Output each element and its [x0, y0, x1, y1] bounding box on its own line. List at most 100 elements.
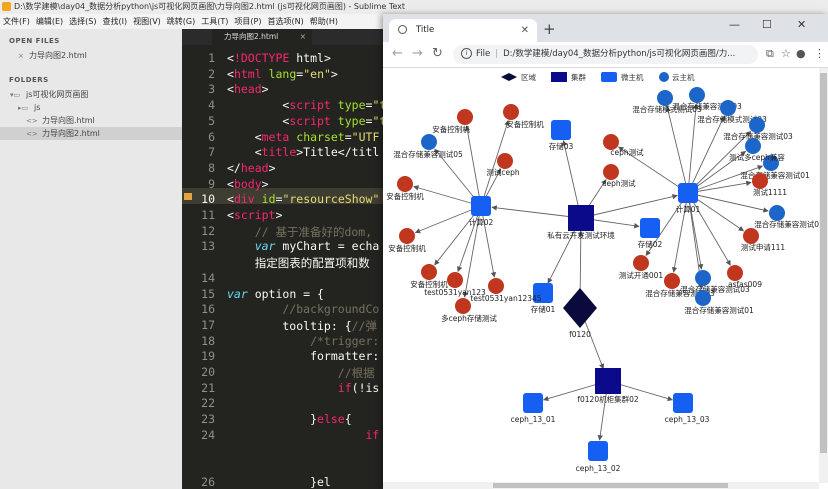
node-shape[interactable] [563, 288, 597, 328]
node-shape[interactable] [447, 272, 463, 288]
graph-node-t123[interactable]: test0531yan123 [424, 272, 486, 297]
graph-node-cephtest[interactable]: ceph测试 [602, 164, 636, 188]
node-shape[interactable] [603, 134, 619, 150]
node-shape[interactable] [457, 109, 473, 125]
graph-node-a4[interactable]: 安备控制机 [388, 228, 426, 253]
menu-dots-icon[interactable]: ⋮ [814, 47, 825, 60]
menu-item-0[interactable]: 文件(F) [3, 17, 30, 26]
close-icon[interactable]: ✕ [520, 25, 529, 36]
legend-item-3[interactable]: 云主机 [659, 72, 695, 82]
graph-node-a1[interactable]: 安备控制机 [432, 109, 473, 134]
graph-node-sq111[interactable]: 测试申请111 [741, 228, 786, 252]
scrollbar-thumb[interactable] [493, 483, 728, 488]
graph-node-pri[interactable]: 私有云开发测试环境 [547, 205, 615, 240]
info-icon[interactable]: i [461, 48, 472, 59]
scrollbar-thumb[interactable] [820, 73, 827, 453]
node-shape[interactable] [421, 134, 437, 150]
graph-node-s02[interactable]: 存储02 [638, 218, 663, 249]
node-shape[interactable] [497, 153, 513, 169]
node-shape[interactable] [503, 104, 519, 120]
graph-node-k02[interactable]: 计算02 [469, 196, 494, 227]
legend-item-0[interactable]: 区域 [501, 72, 536, 82]
graph-node-a5[interactable]: 安备控制机 [410, 264, 448, 289]
node-shape[interactable] [673, 393, 693, 413]
node-shape[interactable] [551, 120, 571, 140]
menu-item-4[interactable]: 视图(V) [133, 17, 161, 26]
legend-item-2[interactable]: 微主机 [601, 72, 644, 82]
graph-node-m1b[interactable]: 混合存储兼容测试01 [754, 205, 824, 229]
node-shape[interactable] [657, 90, 673, 106]
graph-node-m3b[interactable]: 混合存储兼容测试03 [672, 87, 742, 111]
node-shape[interactable] [488, 278, 504, 294]
reload-icon[interactable]: ↻ [432, 46, 443, 61]
node-shape[interactable] [533, 283, 553, 303]
vertical-scrollbar[interactable] [819, 68, 828, 483]
graph-node-c132[interactable]: ceph_13_02 [576, 441, 621, 473]
graph-node-c133[interactable]: ceph_13_03 [665, 393, 710, 424]
node-shape[interactable] [399, 228, 415, 244]
node-shape[interactable] [664, 273, 680, 289]
folder-tree-item[interactable]: ▸▭js [0, 101, 182, 114]
node-shape[interactable] [678, 183, 698, 203]
folder-tree-item[interactable]: <>力导向图.html [0, 114, 182, 127]
graph-node-c131[interactable]: ceph_13_01 [511, 393, 556, 424]
open-file-item[interactable]: ×力导向图2.html [0, 49, 182, 62]
node-shape[interactable] [588, 441, 608, 461]
graph-node-f0120[interactable]: f0120 [563, 288, 597, 339]
graph-node-cs1111[interactable]: 测试1111 [752, 173, 787, 197]
graph-node-a3[interactable]: 安备控制机 [386, 176, 424, 201]
folder-tree-item[interactable]: ▾▭js可视化网页画图 [0, 88, 182, 101]
graph-node-a2[interactable]: 安备控制机 [503, 104, 544, 129]
force-graph[interactable]: 区域 集群 微主机 云主机 私有云开发测试环境 f0120 f0120机柜集群02 ceph… [383, 68, 824, 482]
graph-node-m3e[interactable]: 混合存储兼容测试03 [645, 273, 715, 298]
close-icon[interactable]: × [18, 52, 24, 60]
profile-icon[interactable]: ● [796, 47, 806, 60]
node-shape[interactable] [695, 290, 711, 306]
translate-icon[interactable]: ⧉ [766, 47, 774, 60]
node-shape[interactable] [752, 173, 768, 189]
node-shape[interactable] [769, 205, 785, 221]
node-shape[interactable] [421, 264, 437, 280]
graph-node-s03[interactable]: 存储03 [549, 120, 574, 151]
node-shape[interactable] [471, 196, 491, 216]
menu-item-9[interactable]: 帮助(H) [309, 17, 338, 26]
graph-node-cephstor[interactable]: ceph测试 [603, 134, 644, 157]
node-shape[interactable] [568, 205, 594, 231]
node-shape[interactable] [745, 138, 761, 154]
node-shape[interactable] [743, 228, 759, 244]
menu-item-8[interactable]: 首选项(N) [267, 17, 304, 26]
graph-node-kt[interactable]: 测试开通001 [619, 255, 664, 280]
node-shape[interactable] [603, 164, 619, 180]
forward-arrow-icon[interactable]: → [412, 46, 423, 61]
chart-legend[interactable]: 区域 集群 微主机 云主机 [501, 72, 695, 82]
legend-item-1[interactable]: 集群 [551, 72, 586, 82]
new-tab-button[interactable]: + [543, 20, 556, 38]
graph-node-duoceph2[interactable]: 测试多ceph兼容 [729, 138, 785, 162]
close-icon[interactable]: × [299, 32, 306, 41]
graph-node-m1c[interactable]: 混合存储兼容测试01 [684, 290, 754, 315]
menu-item-2[interactable]: 选择(S) [69, 17, 97, 26]
node-shape[interactable] [640, 218, 660, 238]
node-shape[interactable] [689, 87, 705, 103]
node-shape[interactable] [633, 255, 649, 271]
graph-node-duo[interactable]: 多ceph存储测试 [441, 298, 497, 323]
graph-node-mix5[interactable]: 混合存储兼容测试05 [393, 134, 463, 159]
graph-node-m1a[interactable]: 混合存储兼容测试01 [740, 155, 810, 180]
back-arrow-icon[interactable]: ← [392, 46, 403, 61]
node-shape[interactable] [397, 176, 413, 192]
menu-item-7[interactable]: 项目(P) [234, 17, 262, 26]
minimize-button[interactable]: — [729, 18, 740, 31]
node-shape[interactable] [595, 368, 621, 394]
horizontal-scrollbar[interactable] [383, 482, 819, 489]
menu-item-1[interactable]: 编辑(E) [35, 17, 64, 26]
graph-node-k01[interactable]: 计算01 [676, 183, 701, 214]
menu-item-3[interactable]: 查找(I) [102, 17, 128, 26]
node-shape[interactable] [749, 117, 765, 133]
graph-node-clus2[interactable]: f0120机柜集群02 [577, 368, 639, 404]
node-shape[interactable] [727, 265, 743, 281]
node-shape[interactable] [455, 298, 471, 314]
graph-node-s01[interactable]: 存储01 [531, 283, 556, 314]
folder-tree-item[interactable]: <>力导向图2.html [0, 127, 182, 140]
maximize-button[interactable]: ☐ [762, 18, 772, 31]
